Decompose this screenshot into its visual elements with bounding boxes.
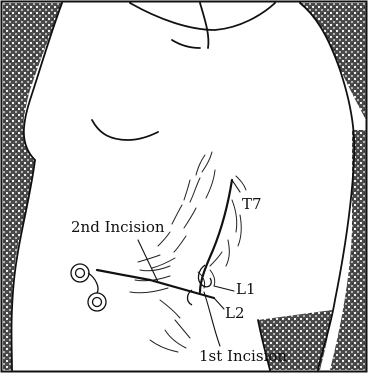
second-incision-line — [97, 270, 214, 298]
first-incision-line — [200, 180, 232, 292]
t7-label: T7 — [242, 197, 262, 212]
l1-label: L1 — [236, 282, 256, 297]
retracted-organ — [71, 264, 211, 311]
background-shading-right — [330, 130, 366, 370]
rib-hatching — [130, 152, 246, 352]
incision-lines — [97, 180, 240, 346]
l1-leader — [214, 286, 234, 291]
l2-leader — [214, 298, 224, 309]
background-shading-top-right — [300, 3, 366, 120]
first-incision-leader — [204, 292, 220, 346]
second-incision-label: 2nd Incision — [71, 220, 165, 235]
first-incision-label: 1st Incision — [199, 349, 287, 364]
l2-label: L2 — [225, 306, 245, 321]
t7-leader — [232, 180, 240, 192]
